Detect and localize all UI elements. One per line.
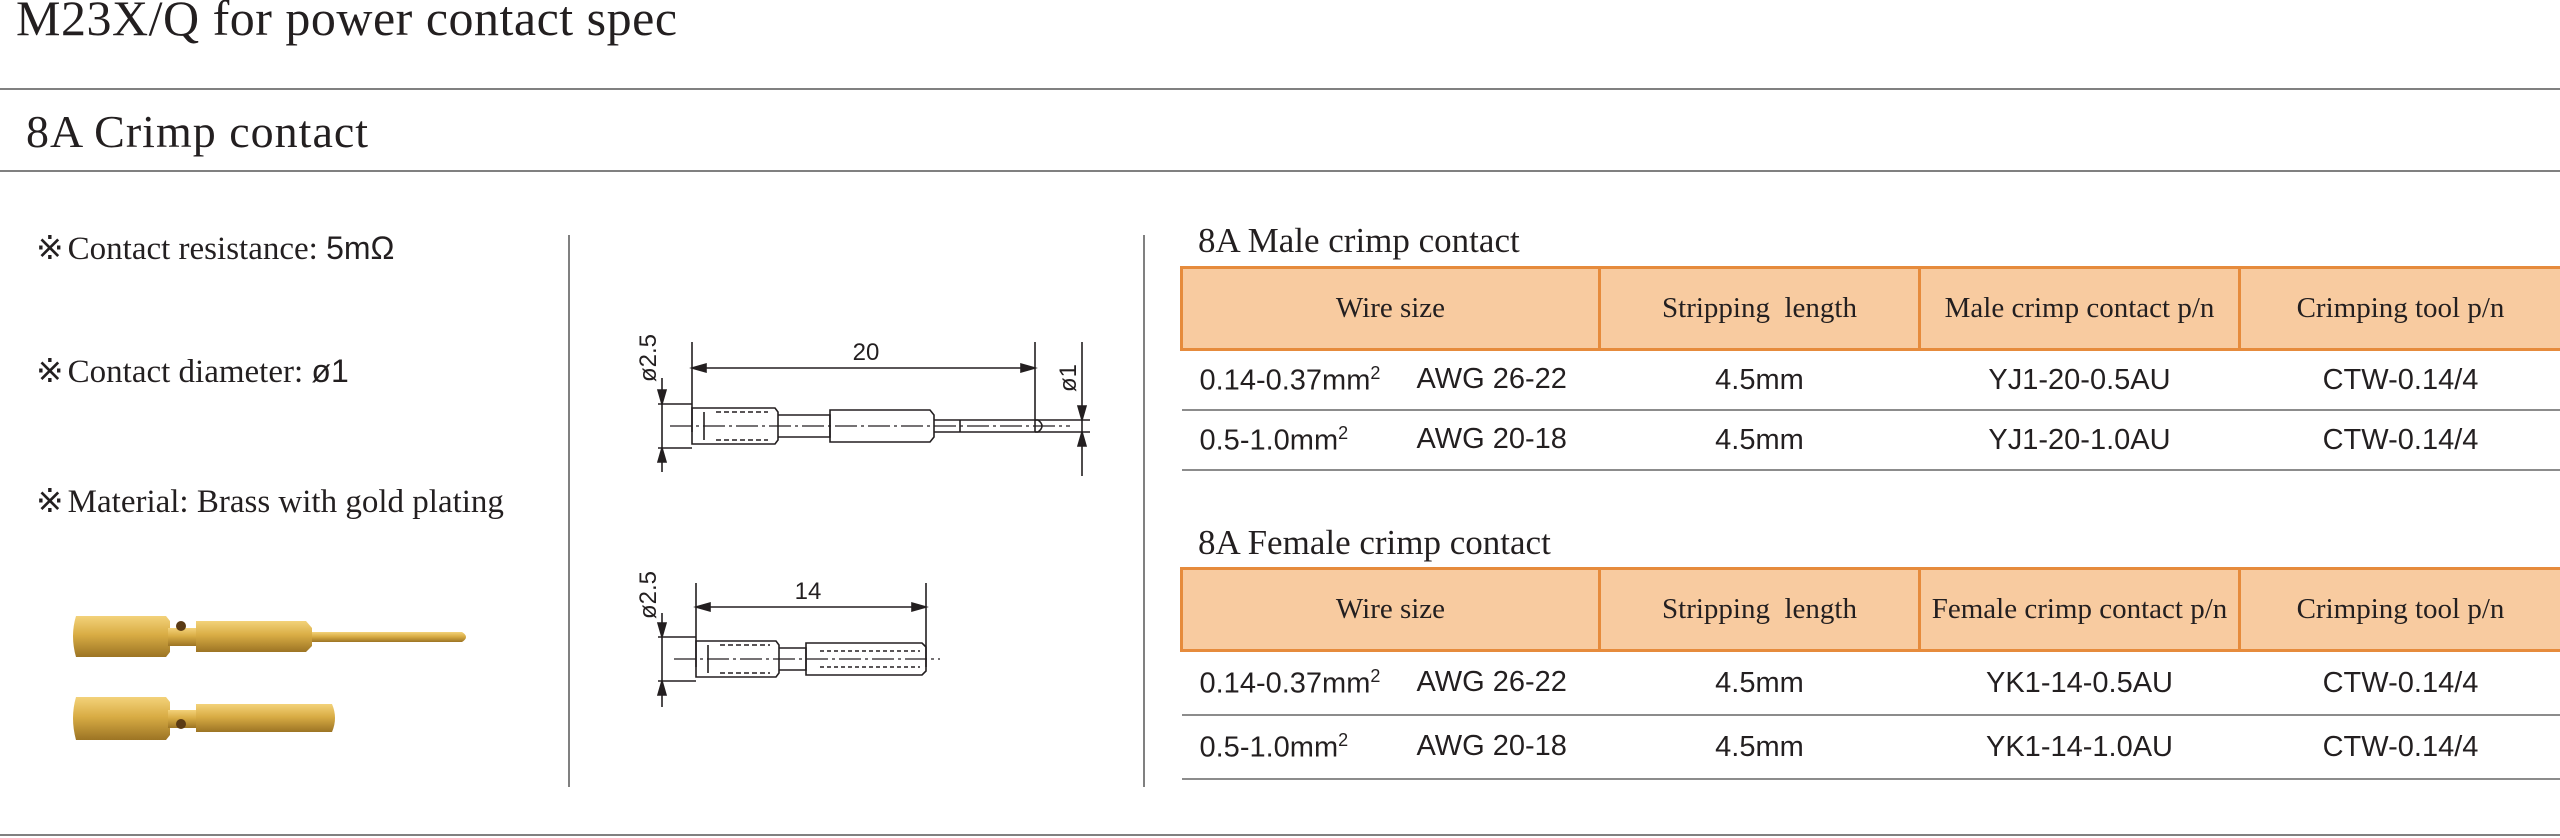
spec-value: 5mΩ [326, 230, 395, 266]
spec-contact-resistance: ※Contact resistance: 5mΩ [36, 228, 394, 269]
wire-awg: AWG 20-18 [1416, 422, 1567, 455]
stripping-length-cell: 4.5mm [1599, 650, 1920, 716]
header-contact-pn: Female crimp contact p/n [1918, 567, 2241, 652]
stripping-length-cell: 4.5mm [1599, 410, 1920, 471]
header-wire-size: Wire size [1180, 567, 1601, 652]
wire-mm: 0.5-1.0mm [1199, 731, 1339, 764]
crimping-tool-cell: CTW-0.14/4 [2239, 715, 2560, 780]
wire-mm: 0.14-0.37mm [1199, 667, 1371, 700]
female-contact-photo [73, 697, 335, 740]
female-crimp-table: Wire size Stripping length Female crimp … [1180, 567, 2560, 780]
wire-mm: 0.14-0.37mm [1199, 364, 1371, 397]
wire-awg: AWG 26-22 [1416, 665, 1567, 698]
column-divider-right [1143, 235, 1145, 787]
header-crimping-tool: Crimping tool p/n [2238, 266, 2560, 351]
female-length-label: 14 [795, 578, 822, 605]
female-diameter-left-label: ø2.5 [635, 571, 662, 619]
spec-label: Contact diameter: [67, 354, 304, 390]
table-header-row: Wire size Stripping length Female crimp … [1180, 567, 2560, 652]
wire-mm-superscript: 2 [1370, 362, 1381, 383]
header-contact-pn: Male crimp contact p/n [1918, 266, 2241, 351]
wire-awg: AWG 20-18 [1416, 729, 1567, 762]
title-divider [0, 88, 2560, 90]
female-contact-drawing: 14 ø2.5 [635, 571, 940, 707]
section-divider [0, 170, 2560, 172]
crimping-tool-cell: CTW-0.14/4 [2239, 349, 2560, 411]
male-diameter-right-label: ø1 [1055, 364, 1082, 392]
contact-pn-cell: YJ1-20-1.0AU [1919, 410, 2240, 471]
header-wire-size: Wire size [1180, 266, 1601, 351]
table-row: 0.14-0.37mm2 AWG 26-22 4.5mm YK1-14-0.5AU… [1181, 650, 2560, 716]
wire-awg: AWG 26-22 [1416, 362, 1567, 395]
reference-mark: ※ [36, 484, 64, 520]
crimping-tool-cell: CTW-0.14/4 [2239, 410, 2560, 471]
page-title: M23X/Q for power contact spec [16, 0, 678, 46]
table-row: 0.5-1.0mm2 AWG 20-18 4.5mm YJ1-20-1.0AU C… [1181, 410, 2560, 471]
header-stripping-length: Stripping length [1598, 266, 1921, 351]
wire-size-cell: 0.5-1.0mm2 AWG 20-18 [1181, 410, 1600, 471]
wire-size-cell: 0.14-0.37mm2 AWG 26-22 [1181, 650, 1600, 716]
header-stripping-length: Stripping length [1598, 567, 1921, 652]
contact-pn-cell: YK1-14-0.5AU [1919, 650, 2240, 716]
male-table-title: 8A Male crimp contact [1198, 221, 1520, 260]
section-title: 8A Crimp contact [26, 106, 370, 157]
crimping-tool-cell: CTW-0.14/4 [2239, 650, 2560, 716]
spec-contact-diameter: ※Contact diameter: ø1 [36, 351, 349, 392]
wire-mm: 0.5-1.0mm [1199, 424, 1339, 457]
male-contact-drawing: 20 ø2.5 ø1 [635, 334, 1090, 476]
contact-pn-cell: YJ1-20-0.5AU [1919, 349, 2240, 411]
spec-label: Material: Brass with gold plating [67, 484, 504, 520]
contact-photo [73, 616, 466, 740]
bottom-divider [0, 834, 2560, 836]
contact-pn-cell: YK1-14-1.0AU [1919, 715, 2240, 780]
reference-mark: ※ [36, 231, 64, 267]
male-contact-photo [73, 616, 466, 657]
wire-mm-superscript: 2 [1370, 665, 1381, 686]
female-table-title: 8A Female crimp contact [1198, 523, 1551, 562]
header-crimping-tool: Crimping tool p/n [2238, 567, 2560, 652]
spec-material: ※Material: Brass with gold plating [36, 482, 504, 522]
wire-mm-superscript: 2 [1338, 422, 1349, 443]
stripping-length-cell: 4.5mm [1599, 349, 1920, 411]
table-row: 0.14-0.37mm2 AWG 26-22 4.5mm YJ1-20-0.5AU… [1181, 349, 2560, 411]
wire-size-cell: 0.5-1.0mm2 AWG 20-18 [1181, 715, 1600, 780]
wire-mm-superscript: 2 [1338, 729, 1349, 750]
male-diameter-left-label: ø2.5 [635, 334, 662, 382]
table-row: 0.5-1.0mm2 AWG 20-18 4.5mm YK1-14-1.0AU C… [1181, 715, 2560, 780]
spec-value: ø1 [311, 353, 349, 389]
column-divider-left [568, 235, 570, 787]
stripping-length-cell: 4.5mm [1599, 715, 1920, 780]
table-header-row: Wire size Stripping length Male crimp co… [1180, 266, 2560, 351]
reference-mark: ※ [36, 354, 64, 390]
male-crimp-table: Wire size Stripping length Male crimp co… [1180, 266, 2560, 471]
spec-label: Contact resistance: [67, 231, 318, 267]
male-length-label: 20 [853, 339, 880, 366]
wire-size-cell: 0.14-0.37mm2 AWG 26-22 [1181, 349, 1600, 411]
